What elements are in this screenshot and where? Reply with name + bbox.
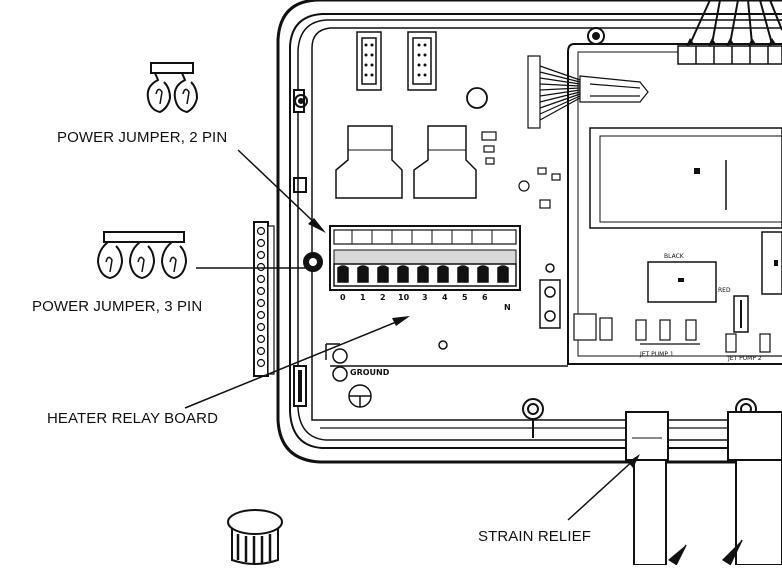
relay-block-left: [335, 125, 403, 199]
header-connector-1: [356, 31, 382, 91]
top-wire-bundle: [689, 0, 782, 45]
terminal-label: 6: [482, 293, 488, 302]
header-connector-2: [407, 31, 437, 91]
terminal-label: 3: [422, 293, 428, 302]
red-label: RED: [718, 287, 731, 294]
terminal-label: 5: [462, 293, 468, 302]
callout-arrowheads: [308, 218, 742, 565]
strain-relief-bottom-leaders: [675, 539, 743, 566]
jet-pump-2-label: JET PUMP 2: [727, 355, 762, 362]
jet-pump-1-label: JET PUMP 1: [639, 351, 674, 358]
module-bottom-connectors: [573, 313, 782, 357]
relay-terminal-screws: [337, 265, 509, 283]
callout-power-jumper-2pin: POWER JUMPER, 2 PIN: [57, 129, 228, 146]
terminal-label: 2: [380, 293, 386, 302]
relay-jumper-screw: [303, 252, 323, 272]
board-hole: [438, 340, 448, 350]
header-pins: [364, 43, 427, 77]
ribbon-cable: [527, 55, 649, 129]
terminal-number-labels: 0 1 2 10 3 4 5 6 N: [340, 293, 511, 312]
control-module: [567, 43, 782, 365]
ground-terminal: [332, 348, 372, 408]
top-terminal-block: [677, 45, 782, 65]
side-terminal: [539, 263, 561, 329]
leader-heater-relay-board: [184, 317, 407, 409]
black-label: BLACK: [664, 253, 685, 260]
mounting-screw-top: [587, 27, 605, 45]
terminal-label: 10: [398, 293, 410, 302]
top-wire-arrows: [686, 38, 776, 46]
external-terminal-screws: [256, 226, 266, 368]
callout-power-jumper-3pin: POWER JUMPER, 3 PIN: [32, 298, 203, 315]
terminal-label: N: [504, 303, 511, 312]
hole-top: [466, 87, 488, 109]
terminal-label: 4: [442, 293, 448, 302]
small-components: [481, 131, 561, 209]
strain-relief: [625, 411, 782, 566]
callout-strain-relief: STRAIN RELIEF: [478, 528, 591, 545]
plug-cap-icon: [227, 509, 283, 565]
ground-label: GROUND: [350, 368, 390, 377]
relay-block-right: [413, 125, 477, 199]
callout-heater-relay-board: HEATER RELAY BOARD: [47, 410, 219, 427]
bottom-screw-left: [522, 398, 544, 438]
mounting-screw-left: [294, 94, 308, 108]
leader-power-jumper-2pin: [237, 149, 319, 227]
power-jumper-3pin-icon: [96, 231, 188, 280]
terminal-label: 0: [340, 293, 346, 302]
leader-strain-relief: [567, 457, 637, 521]
power-jumper-2pin-icon: [146, 62, 199, 114]
terminal-label: 1: [360, 293, 366, 302]
ground-wire: [325, 343, 568, 367]
